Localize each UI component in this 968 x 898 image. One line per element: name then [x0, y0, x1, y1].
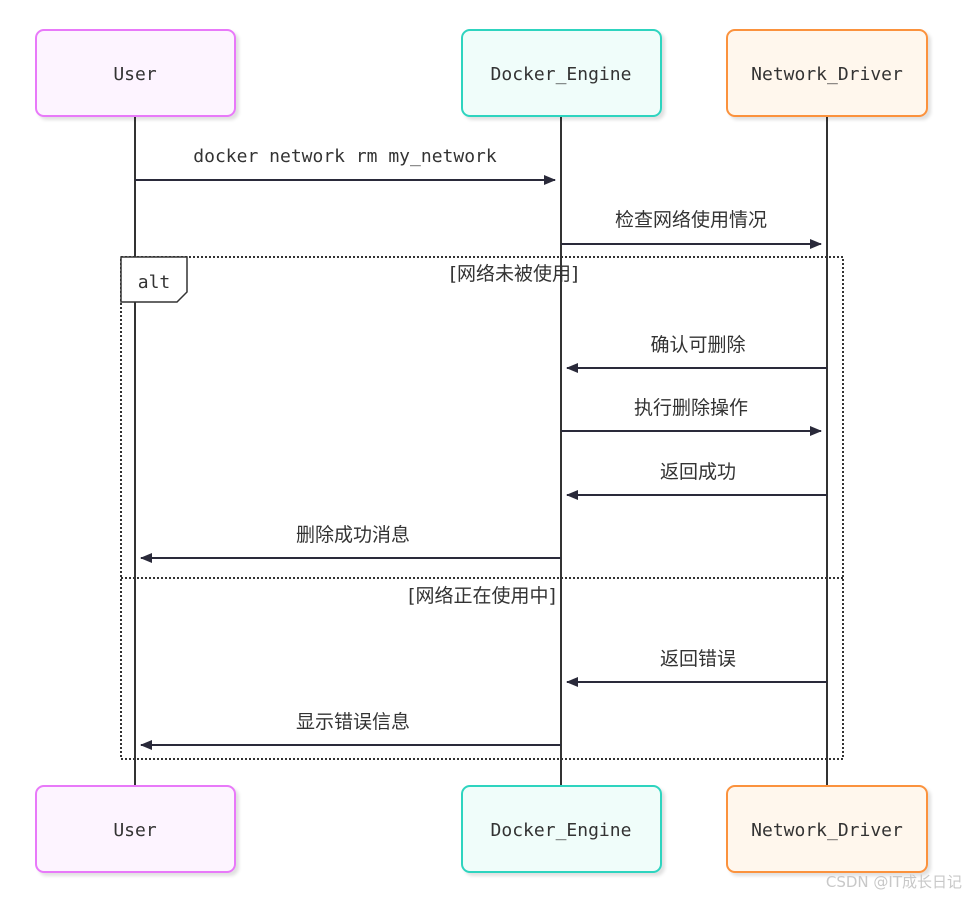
actor-user-top: User: [35, 29, 236, 117]
message-label-6: 删除成功消息: [296, 524, 410, 546]
actor-label-engine-bottom: Docker_Engine: [491, 820, 632, 841]
actor-label-user-bottom: User: [113, 820, 157, 841]
alt-frame: [120, 256, 844, 760]
actor-box: [35, 29, 236, 117]
message-2: 检查网络使用情况: [561, 209, 822, 249]
alt-block: alt [网络未被使用] [网络正在使用中]: [120, 256, 844, 760]
message-7: 返回错误: [566, 648, 827, 687]
message-label-4: 执行删除操作: [634, 397, 748, 419]
actor-box: [461, 785, 662, 873]
actor-box: [726, 29, 928, 117]
message-label-5: 返回成功: [660, 461, 736, 483]
alt-condition-1: [网络未被使用]: [450, 263, 579, 285]
message-label-7: 返回错误: [660, 648, 736, 670]
actor-label-driver-bottom: Network_Driver: [751, 820, 903, 841]
message-label-1: docker network rm my_network: [193, 146, 497, 167]
message-6: 删除成功消息: [140, 524, 561, 563]
message-label-3: 确认可删除: [650, 334, 745, 356]
actor-box: [461, 29, 662, 117]
alt-tag-box: [120, 256, 188, 303]
actor-box: [35, 785, 236, 873]
message-label-2: 检查网络使用情况: [615, 209, 767, 231]
message-3: 确认可删除: [566, 334, 827, 373]
actor-label-driver-top: Network_Driver: [751, 64, 903, 85]
actor-driver-top: Network_Driver: [726, 29, 928, 117]
actor-user-bottom: User: [35, 785, 236, 873]
actor-box: [726, 785, 928, 873]
actor-engine-bottom: Docker_Engine: [461, 785, 662, 873]
message-label-8: 显示错误信息: [296, 711, 410, 733]
alt-keyword: alt: [138, 272, 171, 293]
actor-driver-bottom: Network_Driver: [726, 785, 928, 873]
alt-condition-2: [网络正在使用中]: [408, 585, 556, 607]
message-4: 执行删除操作: [561, 397, 822, 436]
message-5: 返回成功: [566, 461, 827, 500]
message-8: 显示错误信息: [140, 711, 561, 750]
message-1: docker network rm my_network: [135, 146, 556, 185]
actor-engine-top: Docker_Engine: [461, 29, 662, 117]
actor-label-engine-top: Docker_Engine: [491, 64, 632, 85]
actor-label-user-top: User: [113, 64, 157, 85]
watermark: CSDN @IT成长日记: [825, 873, 962, 891]
